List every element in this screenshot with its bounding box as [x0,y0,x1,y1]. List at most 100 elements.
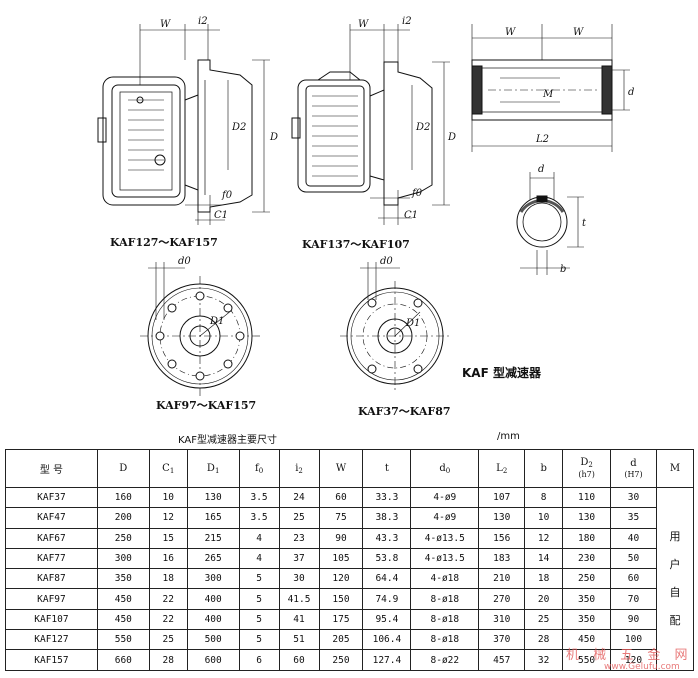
dim-d-1: D [269,132,278,143]
table-cell: 75 [318,507,364,529]
m-note-char: 配 [669,613,681,627]
watermark-text: 机 械 五 金 网 [566,648,693,663]
table-cell: 28 [148,649,188,671]
technical-drawings: W i2 D D2 f0 C1 W i2 D D2 f0 C1 W W M d … [97,16,634,418]
table-cell: 60 [318,486,364,509]
header-d2: D2(h7) [562,449,612,488]
table-cell: 16 [148,547,188,570]
table-cell: 14 [524,547,564,570]
watermark-url: www.Gelufu.com [604,662,680,672]
table-cell: 457 [478,649,526,671]
dim-f0-2: f0 [411,188,423,199]
table-cell: 300 [96,547,150,570]
header-d-h7: d(H7) [610,449,657,488]
table-cell: KAF157 [5,649,98,671]
dim-d1-2: D1 [405,318,420,329]
table-cell: 5 [238,568,280,590]
table-cell: 64.4 [362,568,412,590]
header-t: t [362,449,412,488]
table-cell: 550 [96,629,150,651]
drawing-flange-4-hole [340,262,450,391]
table-cell: 150 [318,588,364,610]
table-cell: 5 [238,629,280,651]
table-cell: 10 [524,507,564,529]
table-cell: 4-ø9 [410,507,480,529]
table-cell: 300 [186,568,240,590]
table-cell: KAF67 [5,527,98,549]
table-cell: 180 [562,527,612,549]
table-cell: 310 [478,608,526,631]
table-cell: 32 [524,649,564,671]
table-cell: 37 [278,547,320,570]
table-cell: 370 [478,629,526,651]
table-cell: KAF107 [5,608,98,631]
dim-d-shaft: d [628,87,634,98]
table-cell: 90 [610,608,657,631]
table-cell: 265 [186,547,240,570]
table-cell: 200 [96,507,150,529]
table-cell: 106.4 [362,629,412,651]
table-cell: 51 [278,629,320,651]
table-cell: KAF97 [5,588,98,610]
table-cell: 550 [562,649,612,671]
table-cell: 53.8 [362,547,412,570]
label-kaf97-kaf157: KAF97～KAF157 [156,399,256,412]
table-cell: 4 [238,527,280,549]
table-cell: 90 [318,527,364,549]
table-cell: 8 [524,486,564,509]
dim-w-3b: W [573,27,584,38]
table-cell: 130 [478,507,526,529]
header-i2: i2 [278,449,320,488]
dim-d2-2: D2 [415,122,430,133]
dim-d1-1: D1 [209,316,224,327]
table-cell: 450 [96,588,150,610]
table-cell: 4-ø18 [410,568,480,590]
table-cell: 270 [478,588,526,610]
table-cell: 4-ø9 [410,486,480,509]
table-cell: 230 [562,547,612,570]
label-kaf137-kaf107: KAF137～KAF107 [302,238,410,251]
table-cell: 156 [478,527,526,549]
table-cell: 175 [318,608,364,631]
table-cell: 43.3 [362,527,412,549]
table-cell: 33.3 [362,486,412,509]
header-w: W [318,449,364,488]
table-cell: 18 [524,568,564,590]
header-model: 型 号 [5,449,98,488]
table-cell: 8-ø22 [410,649,480,671]
table-cell: 20 [524,588,564,610]
table-cell: 40 [610,527,657,549]
dim-i2-1: i2 [198,16,208,27]
table-cell: 215 [186,527,240,549]
table-cell: 23 [278,527,320,549]
table-cell: KAF77 [5,547,98,570]
table-cell: 60 [610,568,657,590]
table-cell: 400 [186,588,240,610]
table-cell: 660 [96,649,150,671]
table-cell: 5 [238,608,280,631]
table-cell: 60 [278,649,320,671]
m-note-char: 自 [669,585,681,599]
m-note-cell: 用户自配 [655,487,695,671]
table-cell: 35 [610,507,657,529]
table-cell: 8-ø18 [410,588,480,610]
header-b: b [524,449,564,488]
dim-l2: L2 [535,134,549,145]
dim-d-2: D [447,132,456,143]
table-cell: 500 [186,629,240,651]
header-c1: C1 [148,449,188,488]
table-cell: 41 [278,608,320,631]
table-cell: 450 [96,608,150,631]
header-f0: f0 [238,449,280,488]
drawing-kaf137-side [291,24,450,225]
table-cell: 165 [186,507,240,529]
table-cell: 400 [186,608,240,631]
table-cell: 3.5 [238,507,280,529]
dim-t: t [582,218,587,229]
table-cell: 25 [278,507,320,529]
dim-f0-1: f0 [221,190,233,201]
